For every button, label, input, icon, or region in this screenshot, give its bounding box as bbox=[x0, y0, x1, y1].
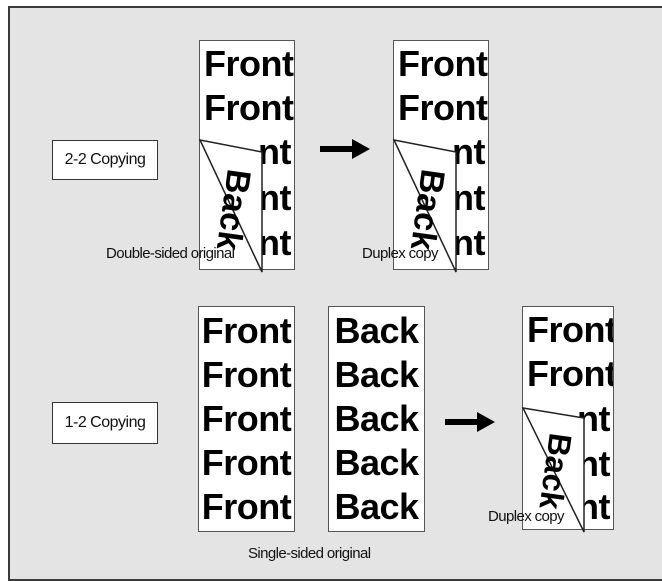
back-text: Back bbox=[334, 398, 419, 439]
front-text: Front bbox=[201, 486, 292, 527]
back-text: Back bbox=[334, 486, 419, 527]
front-text-partial: nt bbox=[258, 177, 291, 218]
front-text-partial: nt bbox=[452, 177, 485, 218]
back-text: Back bbox=[334, 310, 419, 351]
front-text-partial: nt bbox=[258, 222, 291, 263]
copy-mode-label-1-2: 1-2 Copying bbox=[52, 402, 158, 444]
arrow-right-icon bbox=[445, 412, 495, 432]
front-text: Front bbox=[527, 353, 614, 394]
double-sided-original-caption: Double-sided original bbox=[106, 245, 235, 262]
arrow-right-icon bbox=[320, 139, 370, 159]
front-text: Front bbox=[398, 87, 488, 128]
front-text: Front bbox=[527, 309, 614, 350]
front-text: Front bbox=[201, 310, 292, 351]
duplex-copy-caption: Duplex copy bbox=[362, 245, 439, 262]
front-text: Front bbox=[398, 43, 488, 84]
front-text: Front bbox=[201, 442, 292, 483]
single-sided-back-page: Back Back Back Back Back bbox=[328, 306, 425, 532]
front-text-partial: nt bbox=[258, 131, 291, 172]
back-text: Back bbox=[334, 442, 419, 483]
front-text: Front bbox=[204, 43, 294, 84]
front-text: Front bbox=[204, 87, 294, 128]
back-text: Back bbox=[334, 354, 419, 395]
duplex-copy-caption: Duplex copy bbox=[488, 508, 565, 525]
front-text: Front bbox=[201, 398, 292, 439]
copy-mode-label-2-2: 2-2 Copying bbox=[52, 140, 158, 180]
single-sided-original-caption: Single-sided original bbox=[248, 545, 371, 562]
single-sided-front-page: Front Front Front Front Front bbox=[198, 306, 295, 532]
front-text: Front bbox=[201, 354, 292, 395]
front-text-partial: nt bbox=[452, 131, 485, 172]
front-text-partial: nt bbox=[452, 222, 485, 263]
